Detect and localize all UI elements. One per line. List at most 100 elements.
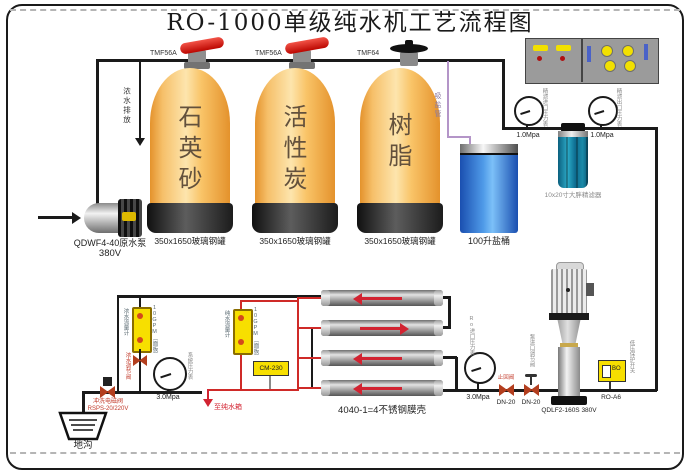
tank1-valve-model: TMF56A [150, 50, 177, 57]
conductivity-meter: CM-230 [253, 361, 289, 376]
pipe-stage-right-1a [443, 296, 451, 299]
pipe-stage-right-1 [448, 297, 451, 329]
salt-barrel-body [460, 155, 518, 233]
salt-pipe-v [447, 61, 449, 138]
ro-inlet-gauge-icon [464, 352, 496, 384]
top-dashed-line [10, 9, 680, 11]
hp-pump-band [549, 313, 589, 320]
lp-switch-name: 低压保护开关 [628, 340, 635, 373]
tank2-valve-collar [289, 62, 315, 69]
pipe-stage-right-2a [443, 356, 457, 359]
tank2-body [255, 68, 335, 208]
panel-indicator-lamp [560, 56, 565, 61]
tank1-base [147, 203, 233, 233]
flow-arrow-left [353, 352, 402, 365]
reg-valve-wheel [525, 374, 537, 377]
membrane-cap [434, 380, 443, 396]
lp-switch-model: RO-A6 [601, 394, 621, 401]
tank3-handwheel-knob [405, 40, 413, 47]
concentrate-flowmeter-icon [132, 307, 152, 353]
tank2-valve-model: TMF56A [255, 50, 282, 57]
pure-water-out-label: 至纯水箱 [214, 404, 242, 411]
system-gauge-name: 系统压力表 [186, 352, 193, 380]
check-valve-icon [499, 384, 514, 396]
concentrate-regulator-valve-icon [133, 355, 147, 366]
raw-pump-icon [84, 203, 124, 233]
precision-filter-label: 10x20寸大胖精滤器 [544, 192, 602, 199]
tank3-handwheel-icon [390, 44, 428, 53]
control-panel-divider [581, 38, 583, 82]
permeate-bottom [207, 389, 299, 391]
hp-pump-model: QDLF2-160S 380V [541, 407, 597, 414]
raw-pump-model: QDWF4-40原水泵 [73, 238, 147, 248]
raw-pump-badge [122, 212, 136, 221]
ro-inlet-gauge-value: 3.0Mpa [466, 394, 490, 401]
flow-arrow-right [360, 322, 409, 335]
tank3-body [360, 68, 440, 208]
pipe-concentrate-out [117, 295, 321, 298]
panel-switch-bar [587, 46, 591, 62]
lp-switch-stem [609, 381, 611, 389]
check-valve-label: 止回阀 [497, 375, 515, 381]
inlet-flow-arrow [38, 211, 81, 224]
flush-solenoid-model: RSPS-20/220V [87, 406, 129, 412]
hp-pump-coupling [557, 320, 581, 345]
tank3-spec-label: 350x1650玻璃钢罐 [364, 236, 436, 246]
permeate-stub [297, 297, 321, 299]
permeate-stub [297, 327, 321, 329]
filter-inlet-gauge-icon [514, 96, 544, 126]
flush-solenoid-label: 冲洗电磁阀 [92, 399, 123, 405]
flush-solenoid-valve-icon [100, 386, 115, 398]
system-gauge-icon [153, 357, 187, 391]
permeate-manifold [297, 297, 299, 391]
permeate-fm-drop [240, 349, 242, 391]
panel-display-icon [533, 45, 548, 51]
pipe-right-riser [655, 127, 658, 391]
tank2-media-label: 活性炭 [279, 104, 307, 197]
system-gauge-value: 3.0Mpa [156, 394, 180, 401]
panel-button [601, 45, 613, 57]
pure-flowmeter-name: 纯水流量计 [223, 310, 230, 338]
tank3-media-label: 树脂 [384, 112, 412, 174]
ro-gauge-stem [477, 379, 479, 389]
ro-inlet-gauge-name: Ro进口压力表 [468, 316, 475, 356]
salt-pipe-label: 吸盐管 [434, 92, 441, 119]
tank3-valve-icon [400, 52, 418, 66]
membrane-cap [321, 380, 330, 396]
permeate-fm-riser [240, 300, 242, 309]
hp-pump-base [551, 396, 587, 405]
pipe-raw-riser [96, 59, 99, 205]
panel-button [624, 60, 636, 72]
filter-outlet-gauge-icon [588, 96, 618, 126]
page-title: RO-1000单级纯水机工艺流程图 [166, 10, 534, 36]
membrane-cap [321, 320, 330, 336]
membrane-cap [434, 290, 443, 306]
raw-pump-voltage: 380V [98, 248, 122, 259]
membrane-bank-label: 4040-1=4不锈钢膜壳 [338, 405, 426, 416]
hp-pump-dot [566, 288, 570, 292]
filter-inlet-gauge-name: 精滤进口压力表 [541, 88, 548, 127]
tank3-valve-model: TMF64 [357, 50, 380, 57]
pump-inlet-valve-label: 泵进口调节阀 [528, 334, 535, 367]
pump-inlet-valve-icon [524, 384, 539, 396]
tank3-base [357, 203, 443, 233]
panel-display-icon [556, 45, 571, 51]
membrane-cap [321, 350, 330, 366]
flow-arrow-left [353, 292, 402, 305]
precision-filter-body [558, 137, 588, 188]
salt-pipe-drop [469, 136, 471, 146]
check-valve-size: DN-20 [496, 399, 516, 406]
pipe-drain-drop [82, 391, 85, 413]
floor-drain-label: 地沟 [73, 440, 93, 451]
pipe-bottom-left [82, 391, 202, 394]
backwash-drain-arrow [135, 61, 145, 146]
precision-filter-cap [561, 123, 585, 132]
panel-button [622, 45, 634, 57]
conductivity-meter-stem [269, 375, 271, 389]
pipe-stage-right-2 [455, 357, 458, 389]
panel-button [604, 60, 616, 72]
salt-barrel-lid [460, 144, 518, 155]
filter-outlet-gauge-name: 精滤出口压力表 [615, 88, 622, 127]
filter-inlet-gauge-value: 1.0Mpa [516, 132, 540, 139]
concentrate-flowmeter-name: 浓水流量计 [122, 308, 129, 336]
